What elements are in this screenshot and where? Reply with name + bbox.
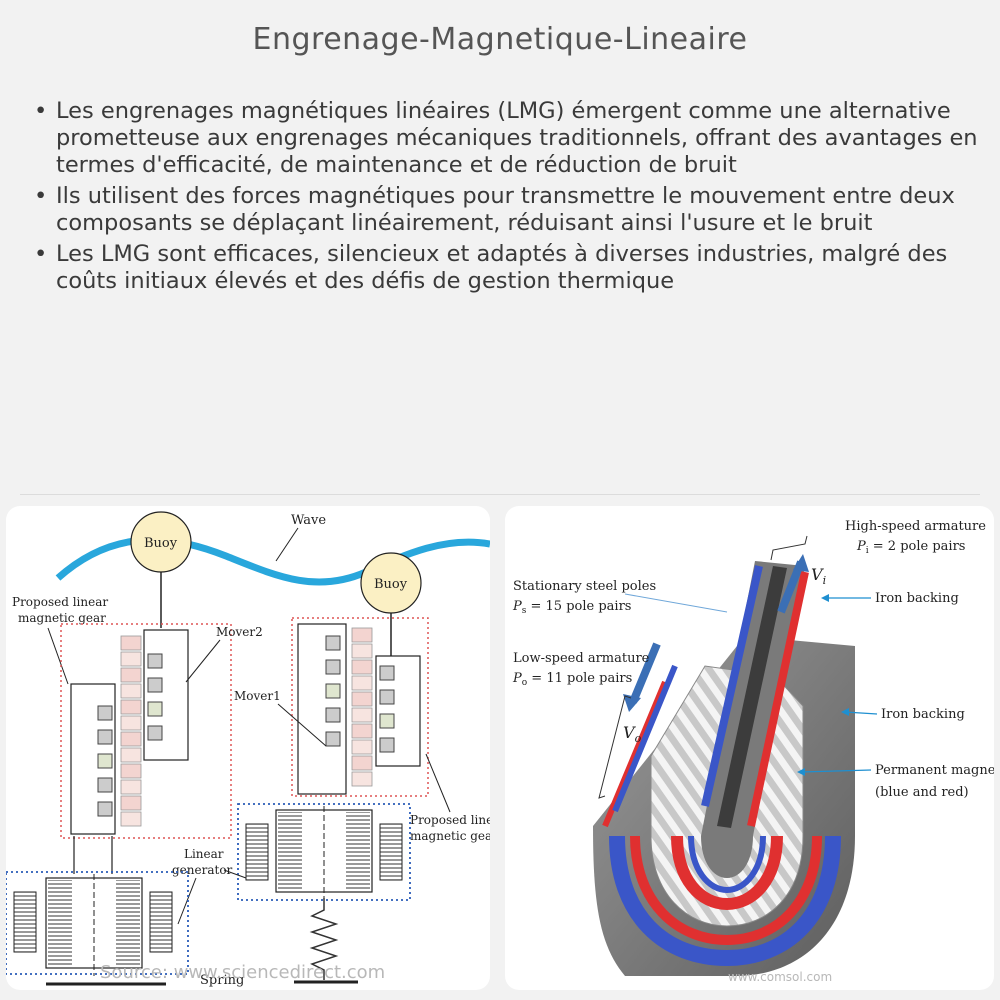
linear-generator-leader-b — [177, 877, 197, 925]
buoy-left-label: Buoy — [144, 536, 178, 551]
gear-left-label-line2: magnetic gear — [18, 611, 106, 625]
lmg-cross-section-panel: Vi Vo High-speed armature Pi = 2 pole pa… — [505, 506, 994, 990]
source-credit-right: www.comsol.com — [728, 970, 833, 984]
mover1-label: Mover1 — [234, 689, 281, 703]
mover1-magnets — [325, 635, 341, 747]
generator-left-dotted-box — [6, 871, 189, 975]
bullet-dot-icon: • — [34, 183, 48, 209]
vo-arrow — [629, 642, 661, 704]
outer-magnet-ring-blue — [609, 835, 841, 967]
gear-right-label-line1: Proposed linear — [410, 813, 490, 827]
linear-generator-label-line1: Linear — [184, 847, 224, 861]
low-speed-label-line1: Low-speed armature — [513, 651, 650, 666]
source-credit-left: Source: www.sciencedirect.com — [100, 962, 386, 983]
stationary-label-line1: Stationary steel poles — [513, 579, 656, 594]
spring-label: Spring — [200, 973, 244, 988]
mover1-leader — [277, 703, 327, 747]
gear-left-dotted-box — [60, 623, 232, 839]
generator-left-side-a — [13, 891, 37, 953]
generator-left-coils-a — [48, 880, 72, 966]
permanent-magnets-arrowhead — [797, 768, 805, 776]
right-frame-magnets — [379, 665, 395, 753]
iron-backing-top-arrowhead — [821, 594, 829, 602]
generator-left-side-b — [149, 891, 173, 953]
generator-right-side-a — [245, 823, 269, 881]
right-stator-column — [351, 627, 373, 787]
mover2-magnets — [147, 653, 163, 741]
vo-arrowhead — [623, 694, 641, 712]
low-speed-label-line2: Po = 11 pole pairs — [512, 671, 632, 688]
wave-energy-diagram-panel: Wave Buoy Buoy Proposed linear magnetic … — [6, 506, 490, 990]
bullet-text: Les LMG sont efficaces, silencieux et ad… — [56, 241, 948, 294]
mover2-label: Mover2 — [216, 625, 263, 639]
page-title: Engrenage-Magnetique-Lineaire — [252, 22, 748, 57]
bullet-text: Ils utilisent des forces magnétiques pou… — [56, 183, 955, 236]
vo-label: Vo — [623, 723, 642, 745]
spring-coil — [309, 898, 339, 980]
generator-left-coils-b — [116, 880, 140, 966]
linear-generator-label-line2: generator — [172, 863, 233, 877]
linear-generator-leader — [223, 869, 247, 879]
bullet-item: • Ils utilisent des forces magnétiques po… — [30, 183, 980, 237]
outer-armature-strip-red — [602, 680, 668, 828]
gear-left-leader — [47, 627, 69, 685]
lmg-cross-section-diagram: Vi Vo High-speed armature Pi = 2 pole pa… — [512, 519, 994, 976]
iron-backing-mid-arrowhead — [841, 708, 849, 716]
vi-arrowhead — [793, 554, 809, 572]
high-speed-bracket — [770, 535, 808, 561]
mover2-leader — [185, 639, 221, 683]
left-frame-magnets — [97, 705, 113, 817]
wave-label: Wave — [291, 513, 326, 528]
permanent-magnets-label-line2: (blue and red) — [875, 785, 969, 800]
divider — [20, 494, 980, 495]
top-armature-strip-blue — [701, 565, 763, 807]
bullet-item: • Les LMG sont efficaces, silencieux et a… — [30, 241, 980, 295]
generator-right-coils-b — [346, 812, 370, 890]
gear-left-label-line1: Proposed linear — [12, 595, 108, 609]
buoy-right-label: Buoy — [374, 577, 408, 592]
bullet-list: • Les engrenages magnétiques linéaires (L… — [30, 98, 980, 299]
stationary-label-line2: Ps = 15 pole pairs — [512, 599, 631, 616]
stationary-leader — [624, 593, 728, 613]
bullet-text: Les engrenages magnétiques linéaires (LM… — [56, 98, 978, 178]
wave-leader-line — [275, 527, 299, 562]
generator-right-side-b — [379, 823, 403, 881]
generator-right-coils-a — [278, 812, 302, 890]
generator-right-dotted-box — [237, 803, 411, 901]
iron-backing-mid-leader — [844, 711, 878, 715]
top-armature-strip-red — [747, 571, 809, 827]
gear-right-label-line2: magnetic gear — [410, 829, 490, 843]
gear-right-leader — [425, 753, 451, 813]
wave-curve — [55, 536, 490, 586]
bullet-dot-icon: • — [34, 241, 48, 267]
wave-energy-diagram: Wave Buoy Buoy Proposed linear magnetic … — [6, 511, 490, 988]
left-stator-column — [120, 635, 142, 827]
outer-magnet-ring-red — [630, 835, 822, 946]
high-speed-label-line1: High-speed armature — [845, 519, 986, 534]
high-speed-label-line2: Pi = 2 pole pairs — [856, 539, 965, 556]
bullet-dot-icon: • — [34, 98, 48, 124]
permanent-magnets-label-line1: Permanent magnets — [875, 763, 994, 778]
iron-backing-mid-label: Iron backing — [881, 707, 965, 722]
low-speed-bracket — [598, 695, 632, 799]
inner-magnet-ring-blue — [688, 835, 766, 894]
outer-armature-strip-blue — [612, 664, 678, 813]
permanent-magnets-leader — [800, 769, 872, 773]
iron-backing-top-label: Iron backing — [875, 591, 959, 606]
inner-magnet-ring-red — [671, 835, 783, 911]
inner-slot — [717, 566, 787, 828]
bullet-item: • Les engrenages magnétiques linéaires (L… — [30, 98, 980, 179]
gear-right-dotted-box — [291, 617, 429, 797]
vi-label: Vi — [811, 565, 826, 587]
